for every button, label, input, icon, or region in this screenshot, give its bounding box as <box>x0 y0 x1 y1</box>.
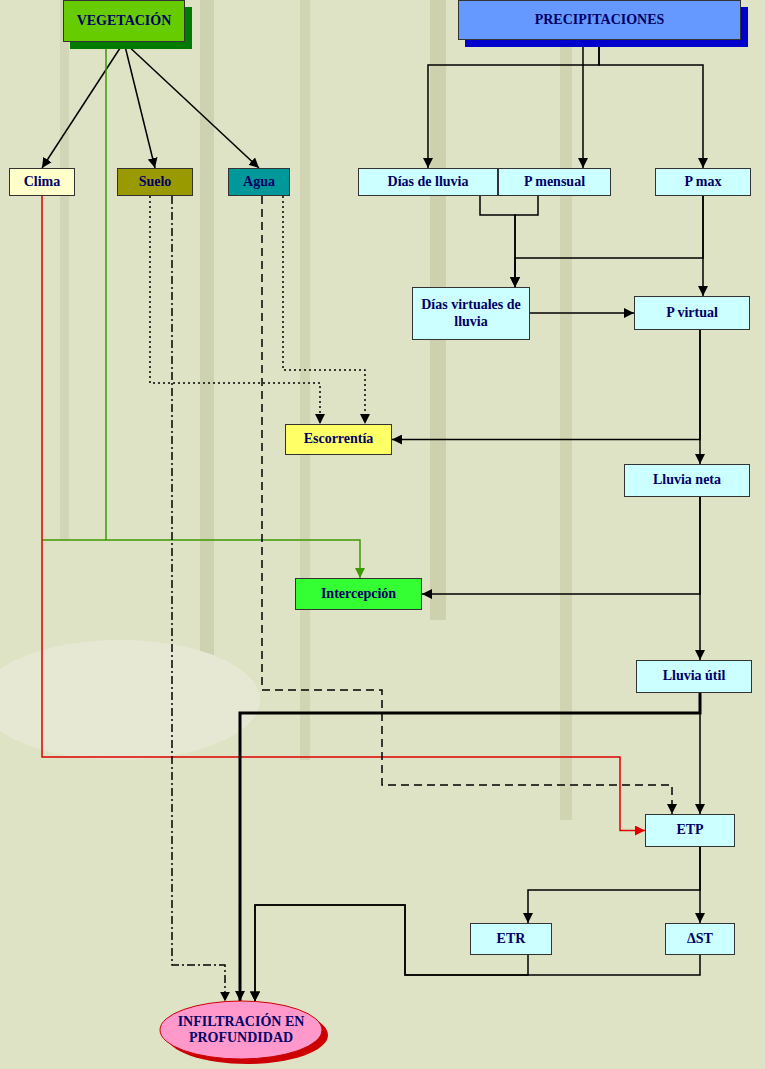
tree-trunk <box>200 0 214 700</box>
connector-arrow <box>582 40 584 168</box>
node-label: Lluvia útil <box>663 668 726 684</box>
node-label: Intercepción <box>321 586 396 602</box>
connector-arrow <box>42 42 124 168</box>
process-box: Días virtuales de lluvia <box>412 287 530 340</box>
node-label: Días de lluvia <box>388 174 469 190</box>
connector-arrow <box>528 847 700 923</box>
connector-arrow <box>42 196 645 831</box>
tree-trunk <box>300 0 310 760</box>
node-label: P virtual <box>666 305 718 321</box>
process-box: ETP <box>645 814 735 847</box>
process-box: P max <box>655 168 751 196</box>
node-label: P max <box>685 174 722 190</box>
process-box: Lluvia neta <box>624 464 750 497</box>
node-label: INFILTRACIÓN EN PROFUNDIDAD <box>176 1014 306 1046</box>
process-box: P mensual <box>498 168 611 196</box>
connector-arrow <box>240 693 700 1001</box>
category-box: VEGETACIÓN <box>63 0 185 42</box>
process-box: Lluvia útil <box>636 660 752 693</box>
connector-arrow <box>124 42 259 168</box>
connector-arrow <box>480 196 515 287</box>
connector-arrow <box>428 40 599 168</box>
ellipse-fill <box>160 1001 322 1059</box>
connector-arrow <box>515 196 703 287</box>
node-label: VEGETACIÓN <box>77 13 172 29</box>
connector-arrow <box>699 330 701 464</box>
connector-arrow <box>255 905 700 1001</box>
connector-arrow <box>515 196 538 287</box>
node-label: Suelo <box>139 174 172 190</box>
light-patch <box>0 640 260 760</box>
node-label: ETR <box>497 931 526 947</box>
connector-arrow <box>530 312 634 314</box>
node-label: Agua <box>243 174 275 190</box>
tree-trunk <box>60 0 69 540</box>
node-label: Días virtuales de lluvia <box>419 297 523 329</box>
factor-box: Agua <box>228 168 290 196</box>
loss-box: Intercepción <box>295 578 422 610</box>
loss-box: Escorrentía <box>285 424 392 455</box>
connector-arrow <box>702 196 704 296</box>
process-box: P virtual <box>634 296 750 330</box>
connector-arrow <box>699 497 701 660</box>
category-box: PRECIPITACIONES <box>458 0 741 40</box>
connector-arrow <box>699 847 701 923</box>
tree-trunk <box>560 0 572 820</box>
connector-arrow <box>283 196 365 424</box>
process-box: Días de lluvia <box>358 168 498 196</box>
green-join-line <box>42 539 106 541</box>
connector-arrow <box>599 40 703 168</box>
node-label: ΔST <box>687 931 713 947</box>
node-label: P mensual <box>524 174 585 190</box>
connector-arrow <box>392 330 700 440</box>
node-label: Clima <box>24 174 61 190</box>
factor-box: Clima <box>9 168 75 196</box>
node-label: Escorrentía <box>304 431 374 447</box>
connector-arrow <box>422 497 700 594</box>
connector-arrow <box>150 196 320 424</box>
process-box: ΔST <box>665 923 735 955</box>
node-label: ETP <box>676 822 703 838</box>
connector-arrow <box>106 42 360 578</box>
process-box: ETR <box>470 923 552 955</box>
node-label: PRECIPITACIONES <box>535 12 665 28</box>
result-ellipse: INFILTRACIÓN EN PROFUNDIDAD <box>159 1000 323 1060</box>
connector-arrow <box>172 196 225 1002</box>
connector-arrow <box>124 42 155 168</box>
connector-arrow <box>262 196 672 814</box>
node-label: Lluvia neta <box>653 472 721 488</box>
factor-box: Suelo <box>117 168 193 196</box>
